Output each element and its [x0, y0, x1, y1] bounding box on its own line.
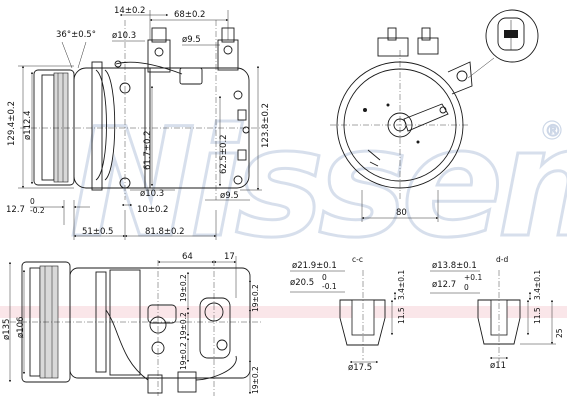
- dim-19-e: 19±0.2: [251, 366, 260, 394]
- compressor-body: [73, 67, 250, 189]
- dim-11-5-right: 11.5: [533, 307, 542, 324]
- dim-19-c: 19±0.2: [179, 342, 188, 370]
- section-c-c: c-c ø21.9±0.1 ø20.5 0 -0.1 3.4±0.1 11.5 …: [290, 255, 406, 373]
- suction-fitting: [147, 39, 171, 73]
- dim-3-4-right: 3.4±0.1: [533, 270, 542, 300]
- dim-19-b: 19±0.2: [179, 312, 188, 340]
- dim-10-3-top: ø10.3: [112, 31, 136, 41]
- dim-123-8: 123.8±0.2: [261, 103, 271, 148]
- electrical-connector: [179, 67, 203, 85]
- dim-112-4: ø112.4: [23, 110, 33, 140]
- dim-10-3-bottom: ø10.3: [140, 189, 164, 199]
- dim-9-5-top: ø9.5: [182, 35, 201, 45]
- watermark-stripe: [0, 306, 567, 318]
- dim-12-7: 12.7: [6, 205, 25, 215]
- dim-12-7-tol-dn: -0.2: [30, 206, 45, 215]
- dim-129-4: 129.4±0.2: [7, 101, 17, 146]
- dim-21-9: ø21.9±0.1: [292, 261, 337, 271]
- dim-81-8: 81.8±0.2: [145, 227, 185, 237]
- dim-19-d: 19±0.2: [251, 284, 260, 312]
- dim-12-7-b: ø12.7: [432, 280, 456, 290]
- body-bottom: [69, 267, 251, 379]
- dim-80: 80: [396, 208, 407, 218]
- dim-angle-36: 36°±0.5°: [56, 30, 96, 40]
- side-view-top: 129.4±0.2 ø112.4 123.8±0.2 61.7±0.2 62.5…: [6, 6, 271, 240]
- dim-19-a: 19±0.2: [179, 274, 188, 302]
- dim-51: 51±0.5: [82, 227, 113, 237]
- dim-135: ø135: [2, 319, 12, 340]
- dim-25: 25: [555, 328, 564, 338]
- dim-11-5-left: 11.5: [397, 307, 406, 324]
- dim-12-7-tol-up: 0: [30, 197, 35, 206]
- dim-17: 17: [224, 252, 235, 262]
- section-c-c-body: [339, 299, 386, 346]
- dim-17-5: ø17.5: [348, 363, 372, 373]
- dim-20-5-tol-dn: -0.1: [322, 282, 337, 291]
- front-bracket: [403, 103, 449, 132]
- discharge-fitting: [217, 39, 239, 71]
- registered-mark: ®: [545, 121, 561, 140]
- dim-20-5-tol-up: 0: [322, 273, 327, 282]
- section-d-d-body: [477, 299, 521, 345]
- section-d-d: d-d ø13.8±0.1 ø12.7 +0.1 0 3.4±0.1 11.5 …: [430, 255, 564, 371]
- dim-68: 68±0.2: [174, 10, 205, 20]
- dim-14: 14±0.2: [114, 6, 145, 16]
- dim-64: 64: [182, 252, 193, 262]
- connector-detail-balloon: [485, 9, 539, 63]
- section-d-d-label: d-d: [496, 255, 508, 264]
- dim-13-8: ø13.8±0.1: [432, 261, 477, 271]
- dim-11: ø11: [490, 361, 506, 371]
- dim-62-5: 62.5±0.2: [219, 134, 229, 174]
- section-c-c-label: c-c: [352, 255, 363, 264]
- dim-10: 10±0.2: [137, 205, 168, 215]
- dim-12-7-b-tol-dn: 0: [464, 283, 469, 292]
- pulley-face: [53, 72, 69, 183]
- front-view: 80: [330, 9, 539, 222]
- dim-61-7: 61.7±0.2: [143, 130, 153, 170]
- dim-3-4-left: 3.4±0.1: [397, 270, 406, 300]
- dim-12-7-b-tol-up: +0.1: [464, 273, 482, 282]
- dim-20-5: ø20.5: [290, 278, 314, 288]
- dim-106: ø106: [16, 317, 26, 338]
- dim-9-5-bottom: ø9.5: [220, 191, 239, 201]
- side-view-bottom: ø135 ø106 64 17 19±0.2 19±0.2 19±0.2 19±…: [2, 252, 262, 396]
